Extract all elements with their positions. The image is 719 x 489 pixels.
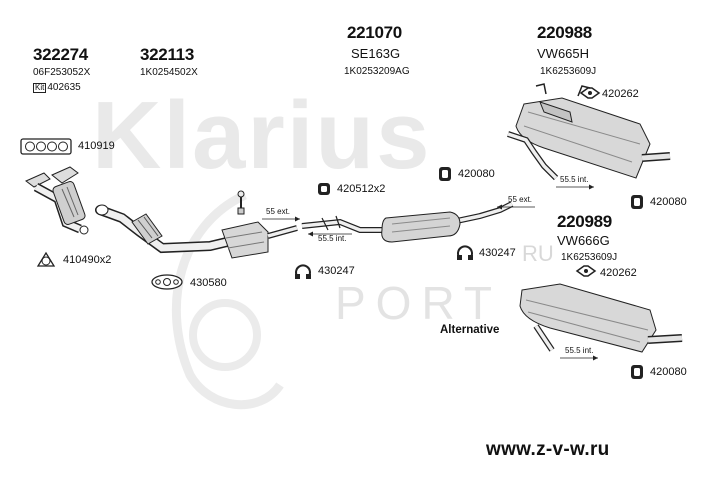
fitting-label-420080-b: 420080	[650, 196, 687, 208]
part-name-VW665H: VW665H	[537, 46, 590, 61]
watermark-port: PORT	[335, 277, 502, 329]
oem-1K0254502X: 1K0254502X	[140, 67, 198, 78]
dimension-55.5-int-front: 55.5 int.	[318, 234, 347, 243]
pipe-clamp-icon-430247-a	[457, 245, 473, 260]
fitting-label-420262-b: 420262	[600, 267, 637, 279]
alternative-label: Alternative	[440, 324, 500, 336]
fitting-label-420512x2: 420512x2	[337, 183, 386, 195]
website-url[interactable]: www.z-v-w.ru	[486, 439, 610, 460]
rear-silencer-icon-220989	[519, 283, 683, 353]
manifold-catalyst-icon	[25, 166, 89, 235]
pipe-clamp-icon-430247-b	[295, 264, 311, 279]
oem-06F253052X: 06F253052X	[33, 67, 91, 78]
rubber-mount-icon-420080-a	[439, 167, 451, 181]
watermark-ru: RU	[522, 241, 554, 266]
kit-number: 402635	[47, 82, 81, 93]
fitting-label-430247-a: 430247	[479, 247, 516, 259]
fitting-label-430247-b: 430247	[318, 265, 355, 277]
flange-gasket-icon	[151, 274, 183, 290]
fitting-label-410490x2: 410490x2	[63, 254, 112, 266]
kit-badge: Kit	[33, 83, 47, 93]
fitting-label-410919: 410919	[78, 140, 115, 152]
watermark-circle-icon	[171, 190, 284, 410]
rubber-mount-icon-420080-c	[631, 365, 643, 379]
manifold-gasket-icon	[20, 138, 72, 155]
klarius-watermark-logo: Klarius	[92, 82, 432, 189]
oem-1K6253609J-a: 1K6253609J	[540, 66, 597, 77]
dimension-arrow-mid-ext	[497, 204, 535, 210]
lambda-sensor-icon	[237, 190, 245, 215]
dimension-55-ext-front: 55 ext.	[266, 207, 291, 216]
ring-gasket-icon	[36, 251, 56, 267]
part-number-322113: 322113	[140, 45, 194, 64]
dimension-55.5-int-rear-bottom: 55.5 int.	[565, 346, 594, 355]
part-name-SE163G: SE163G	[351, 46, 401, 61]
oem-1K0253209AG: 1K0253209AG	[344, 66, 410, 77]
part-number-220988: 220988	[537, 23, 592, 42]
dimension-55-ext-mid: 55 ext.	[508, 195, 533, 204]
hanger-bracket-icon-420262-a	[579, 87, 601, 99]
part-name-VW666G: VW666G	[557, 233, 610, 248]
part-number-221070: 221070	[347, 23, 402, 42]
rubber-mount-icon-420512	[318, 183, 330, 195]
part-number-322274: 322274	[33, 45, 88, 64]
fitting-label-430580: 430580	[190, 277, 227, 289]
rear-silencer-icon-220988	[507, 83, 671, 181]
dimension-55.5-int-rear-top: 55.5 int.	[560, 175, 589, 184]
rubber-mount-icon-420080-b	[631, 195, 643, 209]
dimension-arrow-rear-top	[556, 184, 594, 190]
fitting-label-420080-a: 420080	[458, 168, 495, 180]
dimension-arrow-rear-bottom	[560, 355, 598, 361]
dimension-arrow-front-ext	[262, 216, 300, 222]
fitting-label-420080-c: 420080	[650, 366, 687, 378]
fitting-label-420262-a: 420262	[602, 88, 639, 100]
part-number-220989: 220989	[557, 212, 612, 231]
hanger-bracket-icon-420262-b	[575, 265, 597, 277]
oem-1K6253609J-b: 1K6253609J	[561, 252, 618, 263]
centre-silencer-icon	[301, 201, 514, 243]
dimension-arrow-front-int	[308, 231, 352, 237]
front-pipe-catalyst-icon	[95, 204, 298, 259]
